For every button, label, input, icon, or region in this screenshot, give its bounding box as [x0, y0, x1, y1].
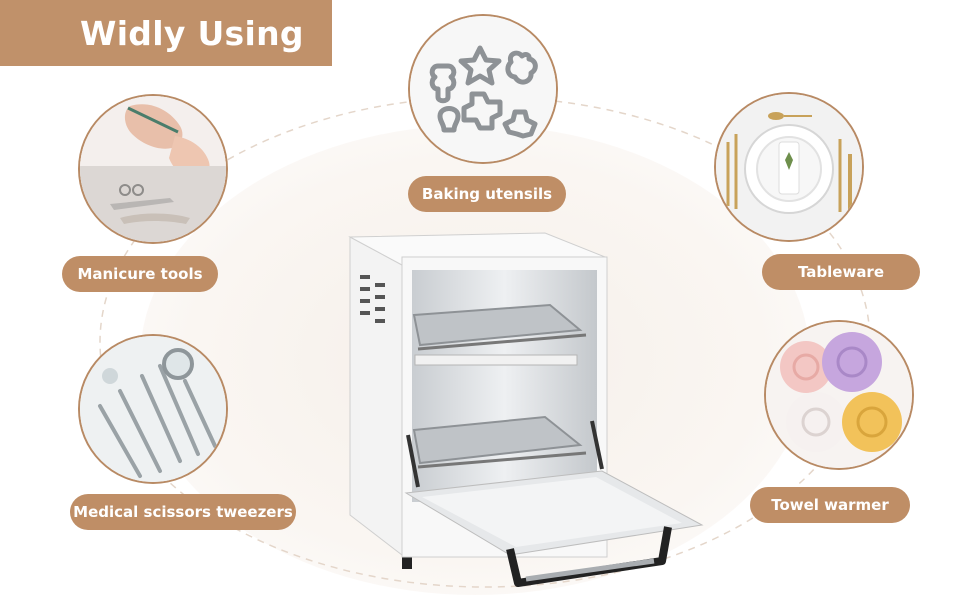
tableware-icon: [716, 94, 862, 240]
title-banner: Widly Using: [0, 0, 332, 66]
towels-icon: [766, 322, 912, 468]
use-pill-manicure-tools: Manicure tools: [62, 256, 218, 292]
use-pill-medical-scissors-tweezers: Medical scissors tweezers: [70, 494, 296, 530]
oven-icon: [348, 232, 704, 587]
manicure-icon: [80, 96, 226, 242]
medical-tools-icon: [80, 336, 226, 482]
use-pill-towel-warmer: Towel warmer: [750, 487, 910, 523]
use-pill-tableware: Tableware: [762, 254, 920, 290]
cookie-cutters-icon: [410, 16, 556, 162]
page-title: Widly Using: [80, 14, 304, 53]
use-pill-baking-utensils: Baking utensils: [408, 176, 566, 212]
